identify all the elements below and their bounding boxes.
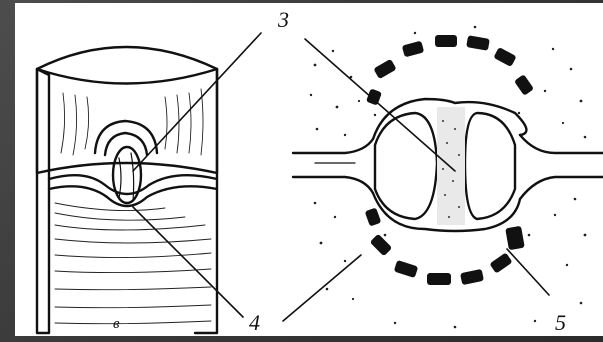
callout-label-4: 4: [249, 312, 260, 334]
diagram-figure: 3 4 5 в: [15, 3, 603, 336]
callout-label-3: 3: [278, 9, 289, 31]
central-column-fill: [437, 107, 465, 225]
leader-5: [507, 249, 549, 295]
disc-inner-arch: [105, 133, 147, 155]
panel-letter-label: в: [113, 317, 120, 332]
upper-rim: [37, 69, 217, 84]
left-plate-top: [293, 139, 373, 153]
right-plate-bottom: [520, 177, 603, 199]
callout-label-5: 5: [555, 312, 566, 334]
left-wall: [37, 69, 49, 333]
lower-hatching: [55, 203, 211, 324]
right-plate-top: [520, 135, 603, 153]
diagram-canvas: [15, 3, 603, 336]
leader-3-left: [133, 33, 261, 171]
right-wall: [195, 69, 217, 333]
left-block-illustration: [37, 47, 217, 333]
right-section-illustration: [293, 26, 603, 329]
left-plate-bottom: [293, 177, 373, 193]
leader-4-left: [133, 207, 243, 317]
right-chamber: [465, 113, 515, 219]
leader-3-right: [305, 39, 455, 171]
leader-4-right: [283, 255, 361, 321]
